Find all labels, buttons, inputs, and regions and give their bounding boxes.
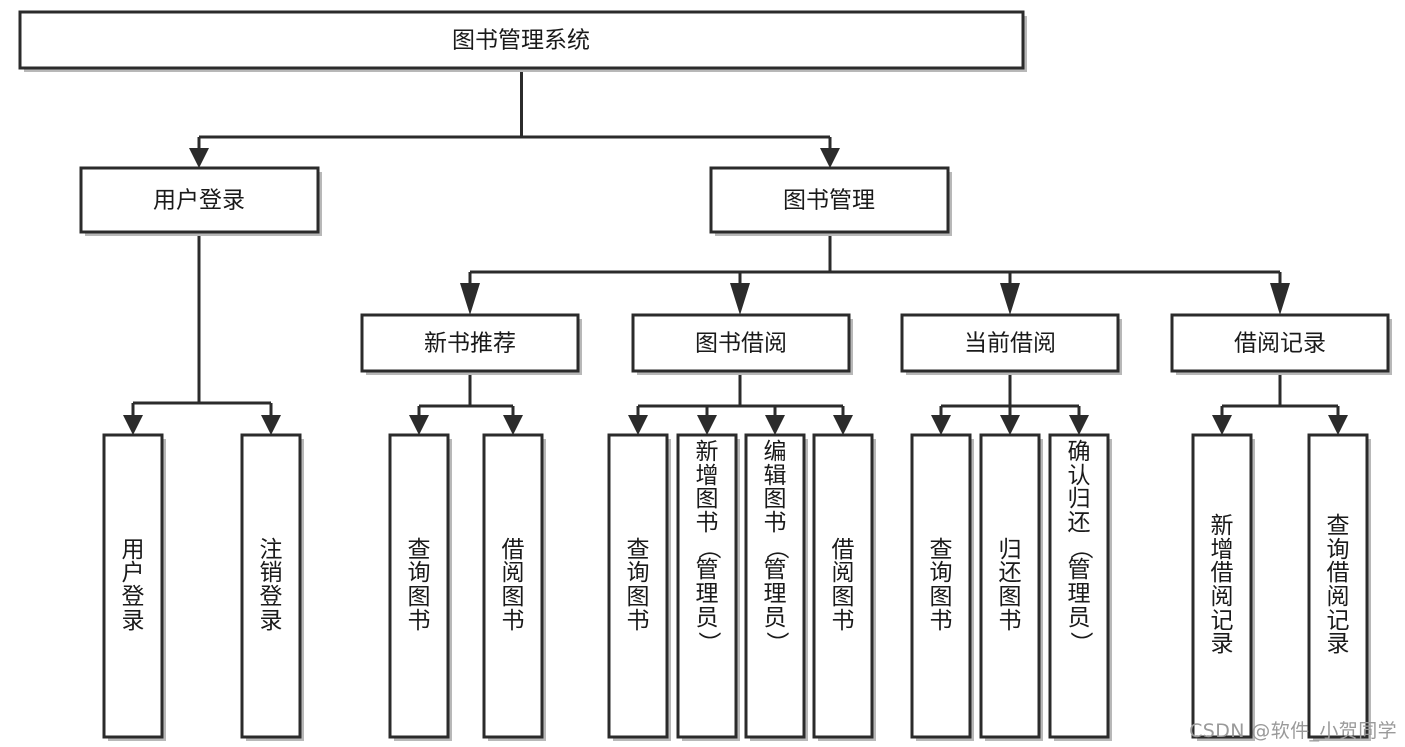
arrow-borrowrecord-leaf-1 (1212, 415, 1232, 435)
leaf-newbook-borrow-book[interactable] (482, 433, 544, 739)
edge-borrowrecord-bus (1220, 375, 1340, 417)
node-layer: 图书管理系统 用户登录 图书管理 新书推荐 图书借阅 当前借阅 借阅记录 (18, 10, 1392, 741)
node-user-login[interactable] (79, 166, 320, 234)
leaf-cb-query-book[interactable] (910, 433, 972, 739)
arrow-to-leaf-logout (261, 415, 281, 435)
arrow-bookborrow-leaf-3 (765, 415, 785, 435)
arrow-to-leaf-user-login (123, 415, 143, 435)
arrow-borrowrecord-leaf-2 (1328, 415, 1348, 435)
arrow-currentborrow-leaf-2 (1000, 415, 1020, 435)
node-borrow-record-label: 借阅记录 (1234, 331, 1326, 357)
node-new-book-recommendation[interactable] (360, 313, 580, 373)
node-book-management-label: 图书管理 (783, 188, 875, 214)
node-book-management[interactable] (709, 166, 950, 234)
leaf-br-query-record[interactable] (1307, 433, 1369, 739)
leaf-bb-edit-book-admin[interactable] (744, 433, 806, 739)
leaf-cb-return-book[interactable] (979, 433, 1041, 739)
node-current-borrow[interactable] (900, 313, 1120, 373)
arrow-newbook-leaf-2 (503, 415, 523, 435)
node-borrow-record[interactable] (1170, 313, 1390, 373)
node-user-login-label: 用户登录 (153, 188, 245, 214)
arrow-to-borrow-record (1270, 283, 1290, 315)
leaf-br-add-record[interactable] (1191, 433, 1253, 739)
arrow-to-book-borrow (730, 283, 750, 315)
node-new-book-rec-label: 新书推荐 (424, 331, 516, 357)
edge-root-bus (197, 68, 832, 150)
arrow-bookborrow-leaf-2 (697, 415, 717, 435)
leaf-bb-query-book[interactable] (607, 433, 669, 739)
connector-layer (123, 68, 1348, 435)
node-root-book-management-system[interactable] (18, 10, 1025, 70)
root-label: 图书管理系统 (452, 28, 590, 54)
arrow-to-new-book-rec (460, 283, 480, 315)
node-book-borrow[interactable] (631, 313, 851, 373)
leaf-bb-borrow-book[interactable] (812, 433, 874, 739)
leaf-logout[interactable] (240, 433, 302, 739)
edge-bookmanage-bus (468, 232, 1282, 285)
node-book-borrow-label: 图书借阅 (695, 331, 787, 357)
leaf-cb-confirm-return-admin[interactable] (1048, 433, 1110, 739)
edge-currentborrow-bus (939, 375, 1081, 417)
leaf-bb-add-book-admin[interactable] (676, 433, 738, 739)
edge-bookborrow-bus (636, 375, 845, 417)
arrow-to-user-login (189, 148, 209, 168)
leaf-user-login[interactable] (102, 433, 164, 739)
arrow-bookborrow-leaf-4 (833, 415, 853, 435)
edge-newbook-bus (417, 375, 515, 417)
arrow-to-book-manage (820, 148, 840, 168)
arrow-currentborrow-leaf-1 (931, 415, 951, 435)
arrow-newbook-leaf-1 (409, 415, 429, 435)
arrow-currentborrow-leaf-3 (1069, 415, 1089, 435)
edge-userlogin-bus (131, 232, 273, 417)
node-current-borrow-label: 当前借阅 (964, 331, 1056, 357)
leaf-newbook-query-book[interactable] (388, 433, 450, 739)
arrow-bookborrow-leaf-1 (628, 415, 648, 435)
arrow-to-current-borrow (1000, 283, 1020, 315)
